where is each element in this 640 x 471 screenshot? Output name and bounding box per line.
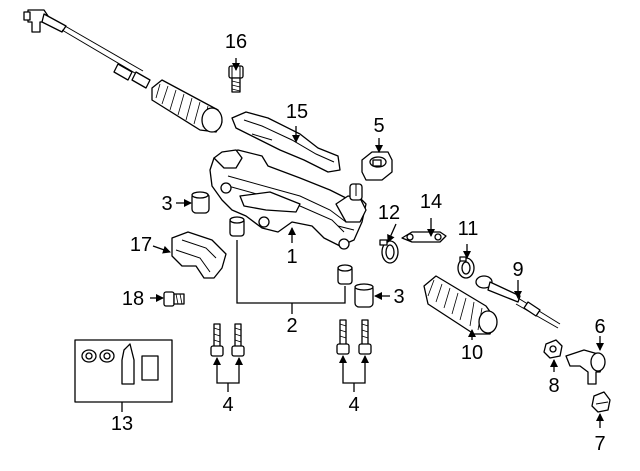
callout-13: 13 xyxy=(111,413,133,435)
callout-4-left: 4 xyxy=(222,394,233,416)
bolts-4-right xyxy=(336,319,372,355)
callout-10: 10 xyxy=(461,342,483,364)
callout-5: 5 xyxy=(373,115,384,137)
bellows-boot-10 xyxy=(423,275,498,335)
mount-bushing-5 xyxy=(361,151,393,181)
bolts-4-left xyxy=(210,323,245,357)
repair-kit-13 xyxy=(74,339,173,403)
leader-lines xyxy=(121,58,604,428)
bushing-3-lower xyxy=(354,283,374,308)
callout-9: 9 xyxy=(512,259,523,281)
outer-tie-rod-end-6 xyxy=(565,349,606,385)
bushing-3-upper xyxy=(191,191,210,214)
callout-7: 7 xyxy=(594,433,605,455)
callout-8: 8 xyxy=(548,375,559,397)
callout-15: 15 xyxy=(286,101,308,123)
heat-shield-15 xyxy=(231,111,341,173)
callout-4-right: 4 xyxy=(348,394,359,416)
insulator-2-right xyxy=(337,264,353,285)
nut-7 xyxy=(591,391,611,413)
callout-labels: 16 15 5 3 1 17 12 14 11 9 3 18 2 6 10 8 … xyxy=(111,31,606,455)
rack-pinion-housing-1 xyxy=(209,149,367,250)
callout-11: 11 xyxy=(458,218,479,240)
bolt-18 xyxy=(163,291,185,307)
left-tie-rod-boot xyxy=(151,79,223,133)
callout-18: 18 xyxy=(122,288,144,310)
bracket-14 xyxy=(401,231,447,243)
cover-17 xyxy=(171,231,227,279)
callout-12: 12 xyxy=(378,202,400,224)
callout-14: 14 xyxy=(420,191,442,213)
callout-2: 2 xyxy=(286,315,297,337)
clamp-12 xyxy=(379,239,399,264)
callout-1: 1 xyxy=(286,246,297,268)
callout-3-upper: 3 xyxy=(161,193,172,215)
callout-17: 17 xyxy=(130,234,152,256)
callout-6: 6 xyxy=(594,316,605,338)
callout-16: 16 xyxy=(225,31,247,53)
left-tie-rod-assembly xyxy=(23,9,151,89)
clamp-11 xyxy=(457,256,475,279)
insulator-2-left xyxy=(229,216,245,237)
inner-tie-rod-9 xyxy=(475,275,561,329)
nut-8 xyxy=(543,339,563,359)
callout-3-lower: 3 xyxy=(393,286,404,308)
